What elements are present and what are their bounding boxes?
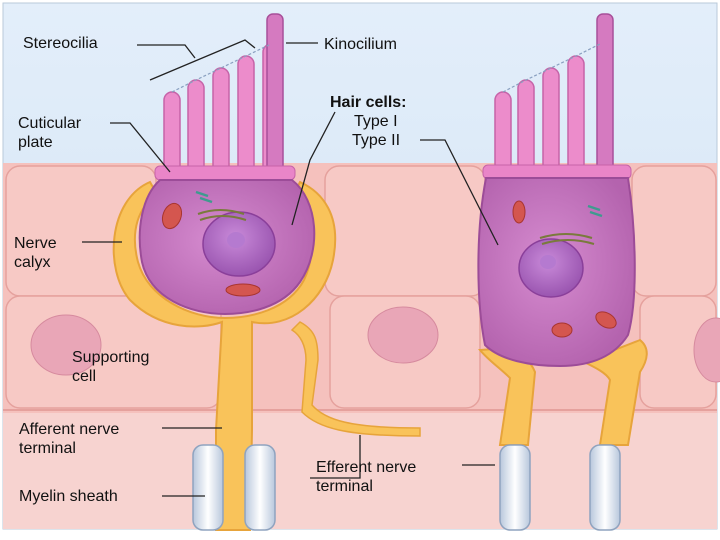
label-kinocilium: Kinocilium xyxy=(324,35,397,54)
mitochondrion xyxy=(513,201,525,223)
label-stereocilia: Stereocilia xyxy=(23,34,98,53)
type1-kinocilium xyxy=(267,14,283,176)
label-cuticular-plate: Cuticular plate xyxy=(18,114,81,152)
type2-nucleolus xyxy=(540,255,556,269)
mitochondrion xyxy=(226,284,260,296)
label-afferent-terminal: Afferent nerve terminal xyxy=(19,420,119,458)
label-type1: Type I xyxy=(354,112,398,131)
cuticular-plate xyxy=(483,165,631,179)
supporting-cell-nucleus xyxy=(368,307,438,363)
label-efferent-terminal: Efferent nerve terminal xyxy=(316,458,416,496)
type2-kinocilium xyxy=(597,14,613,174)
label-hair-cells-heading: Hair cells: xyxy=(330,93,406,112)
label-supporting-cell: Supporting cell xyxy=(72,348,149,386)
mitochondrion xyxy=(552,323,572,337)
type1-nucleolus xyxy=(227,232,245,248)
label-type2: Type II xyxy=(352,131,400,150)
cuticular-plate xyxy=(155,166,295,180)
label-myelin-sheath: Myelin sheath xyxy=(19,487,118,506)
label-nerve-calyx: Nerve calyx xyxy=(14,234,57,272)
